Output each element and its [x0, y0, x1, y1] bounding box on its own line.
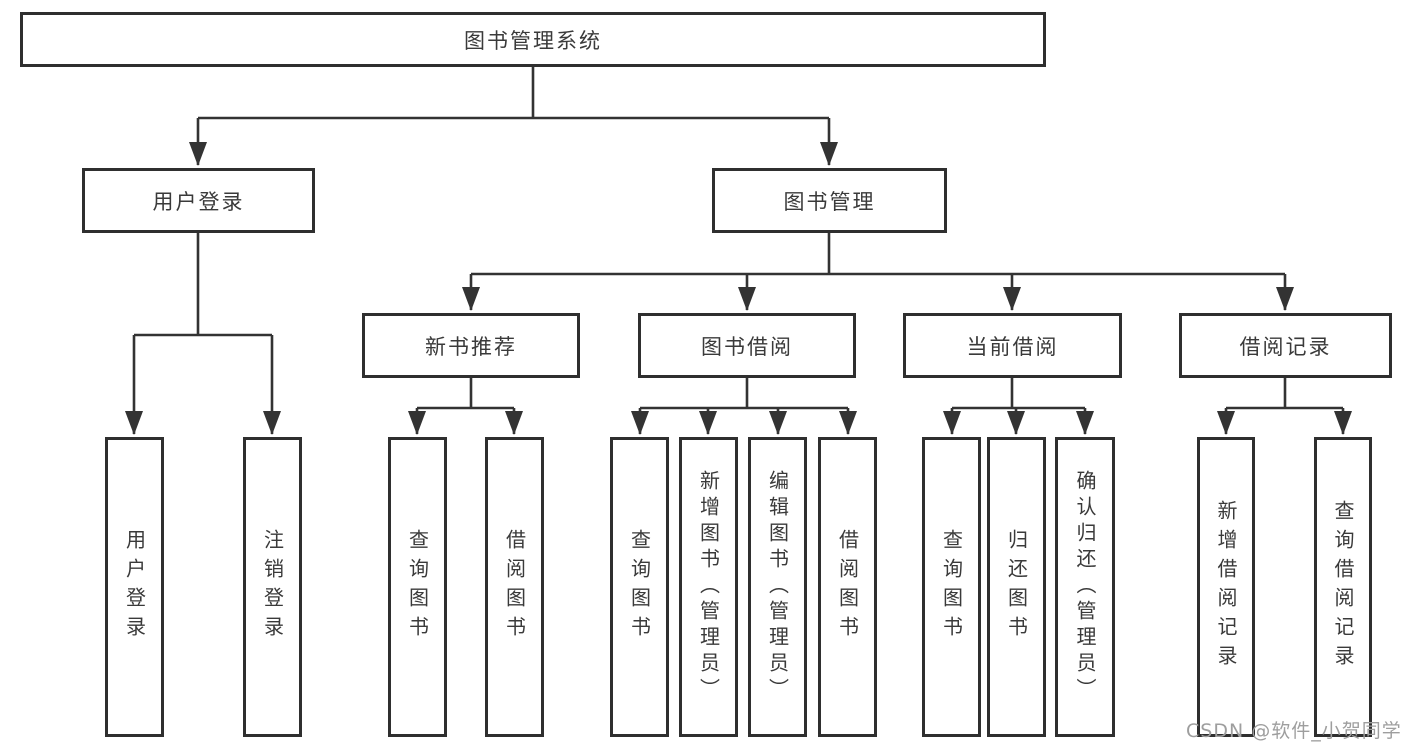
node-book-management-system: 图书管理系统: [20, 12, 1046, 67]
node-label: 图书管理: [783, 189, 876, 214]
node-label: 图书借阅: [701, 334, 793, 359]
node-label: 确认归还（管理员）: [1073, 470, 1097, 704]
leaf-query-books-borrow: 查询图书: [610, 437, 669, 737]
node-label: 图书管理系统: [464, 28, 602, 53]
leaf-add-books-admin: 新增图书（管理员）: [679, 437, 738, 737]
node-book-management: 图书管理: [712, 168, 947, 233]
node-label: 查询图书: [627, 529, 652, 645]
node-label: 查询借阅记录: [1331, 500, 1355, 674]
leaf-edit-books-admin: 编辑图书（管理员）: [748, 437, 807, 737]
leaf-query-borrow-record: 查询借阅记录: [1314, 437, 1372, 737]
node-label: 用户登录: [122, 529, 147, 645]
leaf-borrow-books-borrow: 借阅图书: [818, 437, 877, 737]
leaf-borrow-books-recommend: 借阅图书: [485, 437, 544, 737]
watermark: CSDN @软件_小贺同学: [1186, 720, 1402, 742]
node-label: 借阅图书: [835, 529, 860, 645]
node-current-borrowing: 当前借阅: [903, 313, 1122, 378]
node-label: 借阅图书: [502, 529, 527, 645]
node-new-book-recommendation: 新书推荐: [362, 313, 580, 378]
node-label: 新书推荐: [425, 334, 517, 359]
leaf-user-login: 用户登录: [105, 437, 164, 737]
node-label: 查询图书: [405, 529, 430, 645]
node-label: 查询图书: [939, 529, 964, 645]
leaf-add-borrow-record: 新增借阅记录: [1197, 437, 1255, 737]
leaf-logout: 注销登录: [243, 437, 302, 737]
node-label: 用户登录: [152, 189, 245, 214]
node-label: 注销登录: [260, 529, 285, 645]
leaf-query-books-recommend: 查询图书: [388, 437, 447, 737]
node-book-borrowing: 图书借阅: [638, 313, 856, 378]
node-label: 新增借阅记录: [1214, 500, 1238, 674]
node-label: 借阅记录: [1239, 334, 1332, 359]
node-label: 当前借阅: [966, 334, 1059, 359]
node-user-login: 用户登录: [82, 168, 315, 233]
leaf-confirm-return-admin: 确认归还（管理员）: [1055, 437, 1115, 737]
node-label: 编辑图书（管理员）: [765, 470, 790, 704]
leaf-query-books-current: 查询图书: [922, 437, 981, 737]
leaf-return-books: 归还图书: [987, 437, 1046, 737]
node-label: 新增图书（管理员）: [696, 470, 721, 704]
node-label: 归还图书: [1004, 529, 1029, 645]
node-borrowing-records: 借阅记录: [1179, 313, 1392, 378]
